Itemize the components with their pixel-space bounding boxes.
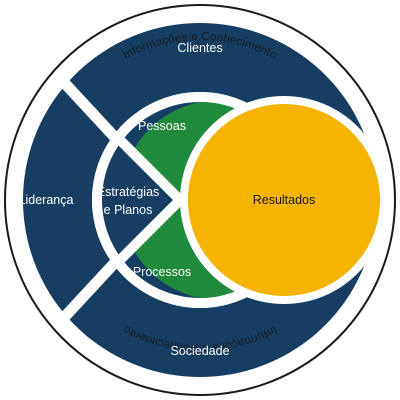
label-estrategias-line1: Estratégias bbox=[97, 185, 160, 199]
label-clientes: Clientes bbox=[177, 41, 222, 55]
label-sociedade: Sociedade bbox=[170, 344, 229, 358]
label-lideranca: Liderança bbox=[19, 193, 74, 207]
results-disc bbox=[188, 104, 380, 296]
label-resultados: Resultados bbox=[253, 193, 316, 207]
label-estrategias-line2: e Planos bbox=[104, 203, 153, 217]
label-processos: Processos bbox=[133, 265, 191, 279]
label-pessoas: Pessoas bbox=[138, 119, 186, 133]
